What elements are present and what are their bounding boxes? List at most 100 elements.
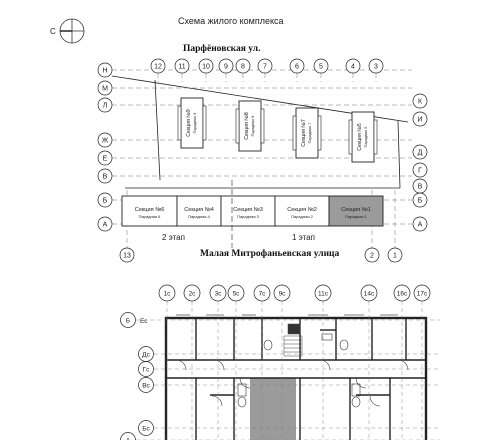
stage-1-label: 1 этап — [292, 233, 315, 242]
vertical-section-entrance: Парадная 8 — [251, 116, 255, 137]
plan-top-axis-bubble: 11с — [314, 284, 332, 302]
top-axis-bubble: 6 — [289, 58, 305, 74]
plan-left-axis-bubble-label: А — [126, 437, 131, 440]
row-section-name: Секция №3 — [233, 207, 263, 213]
left-axis-bubble: В — [97, 168, 113, 184]
plan-top-axis-bubble-label: 17с — [417, 290, 428, 297]
vertical-section-entrance: Парадная 5 — [364, 127, 368, 148]
plan-left-axis-bubble-label: Дс — [142, 351, 150, 358]
plan-top-axis-bubble: 17с — [413, 284, 431, 302]
left-axis-bubble: Е — [97, 150, 113, 166]
plan-top-axis-bubble: 2с — [183, 284, 201, 302]
vertical-section-name: Секция №5 — [357, 123, 363, 151]
plan-top-axis-bubble: 5с — [227, 284, 245, 302]
plan-top-axis-bubble-label: 7с — [259, 290, 267, 297]
top-axis-bubble-label: 5 — [319, 64, 323, 71]
bottom-axis-bubble: 2 — [364, 247, 380, 263]
left-axis-bubble: Н — [97, 62, 113, 78]
left-axis-bubble-label: Л — [103, 103, 108, 110]
vertical-section-name: Секция №8 — [244, 112, 250, 140]
plan-top-axis-bubble: 1с — [158, 284, 176, 302]
left-axis-bubble: Л — [97, 97, 113, 113]
top-axis-bubble-label: 9 — [224, 64, 228, 71]
row-section-name: Секция №1 — [341, 207, 371, 213]
top-axis-bubble-label: 11 — [178, 64, 185, 71]
plan-left-axis-bubble: Гс — [138, 361, 154, 377]
right-axis-bubble-label: А — [418, 222, 423, 229]
plan-top-axis-bubble: 9с — [273, 284, 291, 302]
plan-left-axis-bubble-label: Вс — [142, 382, 150, 389]
row-section-entrance: Парадная 4 — [188, 214, 211, 219]
right-axis-bubble: А — [412, 216, 428, 232]
left-axis-bubble: А — [97, 216, 113, 232]
left-axis-bubble-label: Н — [102, 68, 107, 75]
right-axis-bubble-label: Г — [418, 168, 422, 175]
left-axis-bubble: Б — [97, 192, 113, 208]
top-axis-bubble-label: 7 — [263, 64, 267, 71]
scheme-title: Схема жилого комплекса — [178, 16, 284, 26]
plan-left-axis-bubble-label: Бс — [142, 425, 150, 432]
street-top-label: Парфёновская ул. — [183, 43, 260, 54]
plan-left-axis-bubble: Б — [120, 312, 136, 328]
plan-top-axis-bubble-label: 9с — [279, 290, 287, 297]
top-axis-bubble: 8 — [235, 58, 251, 74]
top-axis-bubble-label: 6 — [295, 64, 299, 71]
north-arrow-icon — [59, 18, 85, 44]
right-axis-bubble: Б — [412, 192, 428, 208]
row-section-entrance: Парадная 1 — [345, 214, 368, 219]
left-axis-bubble-label: В — [103, 174, 108, 181]
right-axis-bubble: Г — [412, 162, 428, 178]
plan-top-axis-bubble-label: 2с — [189, 290, 197, 297]
plan-top-axis-bubble-label: 3с — [215, 290, 223, 297]
bottom-axis-bubble-label: 1 — [393, 253, 397, 260]
left-axis-bubble-label: Ж — [102, 138, 109, 145]
plan-left-axis-sub: Ес — [140, 318, 148, 325]
plan-top-axis-bubble-label: 11с — [318, 290, 329, 297]
plan-top-axis-bubble-label: 5с — [233, 290, 241, 297]
plan-top-axis-bubble: 16с — [393, 284, 411, 302]
top-axis-bubble: 7 — [257, 58, 273, 74]
top-axis-bubble: 12 — [150, 58, 166, 74]
right-axis-bubble: К — [412, 93, 428, 109]
plan-top-axis-bubble: 7с — [253, 284, 271, 302]
plan-left-axis-bubble-label: Гс — [143, 366, 151, 373]
left-axis-bubble-label: М — [102, 86, 108, 93]
vertical-section-name: Секция №7 — [301, 119, 307, 147]
top-axis-bubble-label: 4 — [351, 64, 355, 71]
vertical-section-entrance: Парадная 7 — [308, 123, 312, 144]
row-section-entrance: Парадная 6 — [139, 214, 162, 219]
top-axis-bubble-label: 8 — [241, 64, 245, 71]
left-axis-bubble-label: Е — [103, 156, 108, 163]
stair-icon — [283, 323, 303, 357]
bottom-axis-bubble-label: 2 — [370, 253, 374, 260]
left-axis-bubble: Ж — [97, 132, 113, 148]
row-section-entrance: Парадная 2 — [291, 214, 314, 219]
row-section-name: Секция №6 — [135, 207, 165, 213]
plan-left-axis-bubble: А — [120, 432, 136, 440]
top-axis-bubble: 10 — [198, 58, 214, 74]
stage-2-label: 2 этап — [162, 233, 185, 242]
row-section-entrance: Парадная 3 — [237, 214, 260, 219]
left-axes: Н М Л Ж Е В БА — [97, 62, 113, 232]
top-axis-bubble: 4 — [345, 58, 361, 74]
plan-top-axis-bubble-label: 1с — [164, 290, 172, 297]
row-section-name: Секция №4 — [184, 207, 214, 213]
right-axis-bubble: Д — [412, 144, 428, 160]
top-axis-bubble: 9 — [218, 58, 234, 74]
right-axis-bubble-label: В — [418, 184, 423, 191]
plan-left-axis-bubble: Вс — [138, 377, 154, 393]
